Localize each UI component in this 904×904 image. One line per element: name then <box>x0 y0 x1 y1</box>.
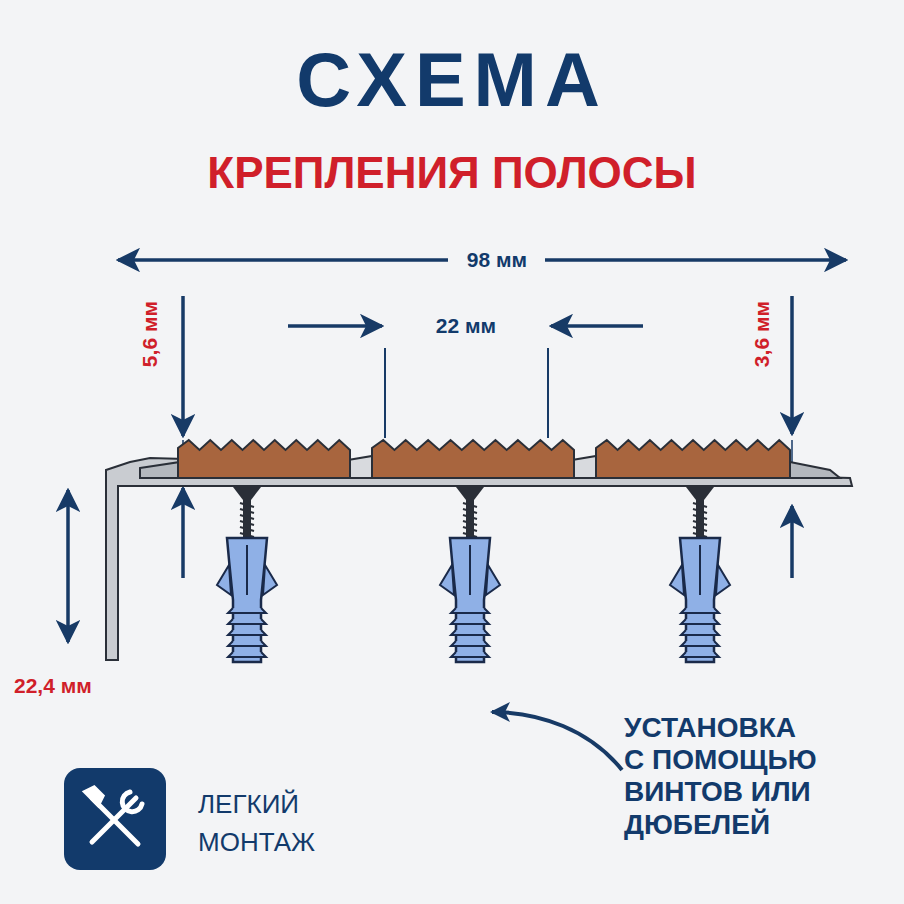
subtitle: КРЕПЛЕНИЯ ПОЛОСЫ <box>0 148 904 199</box>
dimension-label: 5,6 мм <box>138 301 162 367</box>
installation-note: УСТАНОВКА С ПОМОЩЬЮ ВИНТОВ ИЛИ ДЮБЕЛЕЙ <box>624 712 824 841</box>
anti-slip-insert <box>178 440 790 478</box>
dimension-label: 98 мм <box>461 248 533 272</box>
dimension-label: 22 мм <box>436 314 496 338</box>
dimension-label: 22,4 мм <box>14 674 92 698</box>
feature-note: ЛЕГКИЙ МОНТАЖ <box>198 786 338 861</box>
dimension-lines <box>68 260 846 770</box>
title: СХЕМА <box>0 36 904 123</box>
tools-icon <box>64 768 166 870</box>
screw-and-dowel <box>217 487 730 662</box>
dimension-label: 3,6 мм <box>750 301 774 367</box>
